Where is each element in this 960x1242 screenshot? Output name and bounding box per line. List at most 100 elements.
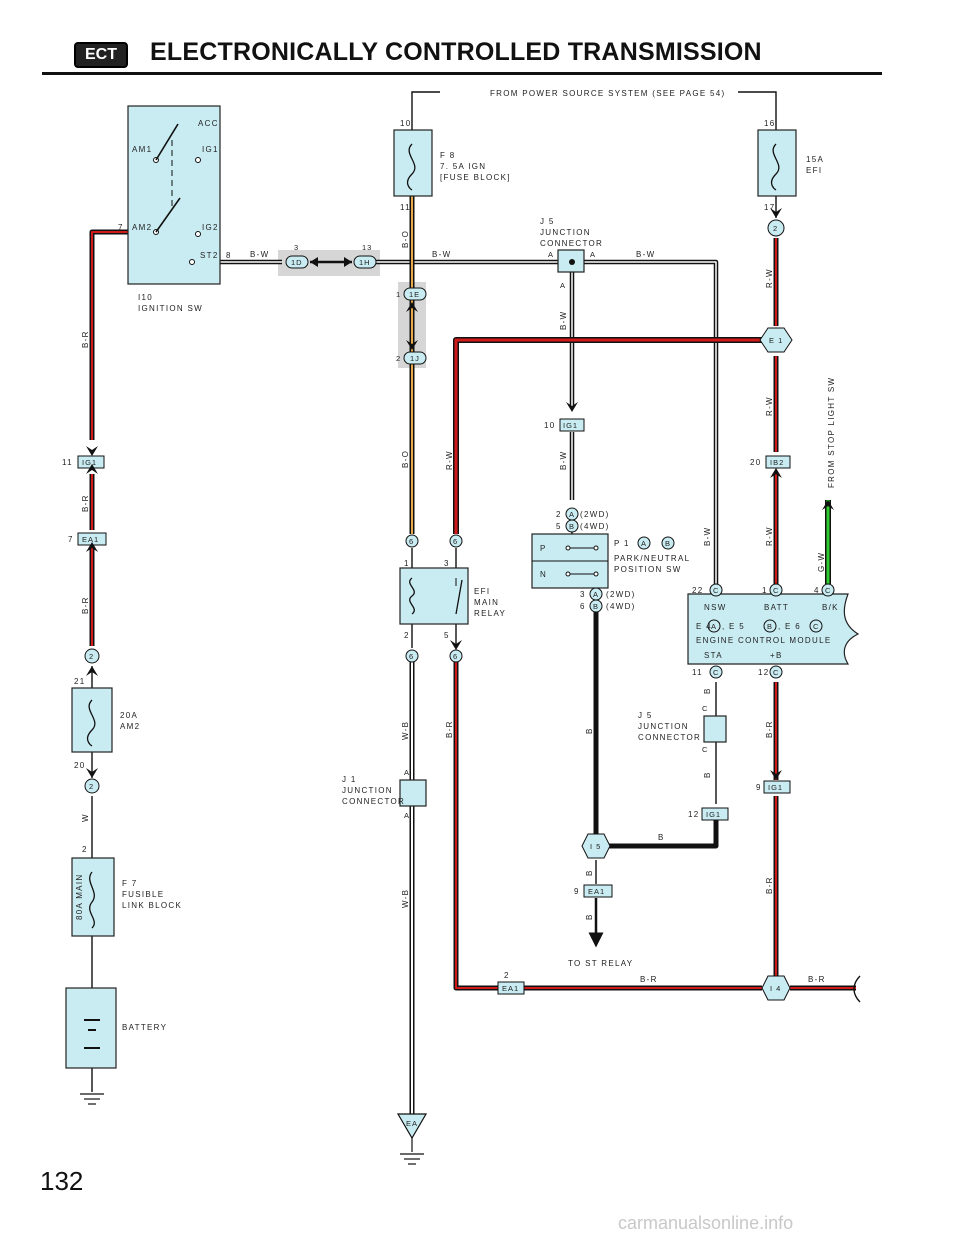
watermark: carmanualsonline.info — [618, 1213, 794, 1233]
j1-name: J 1 — [342, 775, 357, 784]
battery — [65, 987, 117, 1069]
ecm-cc: C — [813, 622, 819, 631]
j1-connector — [399, 779, 427, 807]
ecm-cb: B — [767, 622, 773, 631]
wire-label-b-2: B — [703, 687, 712, 694]
wire-label-br-1: B-R — [81, 330, 90, 348]
relay-p5: 5 — [444, 631, 450, 640]
ib2-pin: 20 — [750, 458, 762, 467]
wire-label-bw-1: B-W — [250, 250, 269, 259]
ecm-c5: C — [773, 668, 779, 677]
c1h: 1H — [359, 258, 371, 267]
wire-label-br-8: B-R — [808, 975, 826, 984]
ecm-pin1: 1 — [762, 586, 768, 595]
ecm-e6: , E 6 — [778, 622, 801, 631]
ea1-mid-pin: 9 — [574, 887, 580, 896]
ign-desc: IGNITION SW — [138, 304, 203, 313]
ecm-pin11: 11 — [692, 668, 703, 677]
fusible-line2: LINK BLOCK — [122, 901, 182, 910]
ign-pin7: 7 — [118, 223, 124, 232]
c1e: 1E — [409, 290, 420, 299]
ecm-c4: C — [713, 668, 719, 677]
wire-label-rw-2: R-W — [765, 268, 774, 288]
j5-top-name: J 5 — [540, 217, 555, 226]
pn-conn-b1: B — [569, 522, 575, 531]
ecm-sta: STA — [704, 651, 723, 660]
ig1-low-pin: 12 — [688, 810, 700, 819]
pn-name: P 1 — [614, 539, 630, 548]
page-number: 132 — [40, 1166, 84, 1196]
efi-line2: EFI — [806, 166, 822, 175]
ig1-mid: IG1 — [563, 421, 578, 430]
ig1-low: IG1 — [706, 810, 721, 819]
wire-label-b-4: B — [658, 833, 665, 842]
i4: I 4 — [770, 984, 781, 993]
f8-pin-out: 11 — [400, 203, 411, 212]
pn-line2: POSITION SW — [614, 565, 682, 574]
wire-b-r-right — [453, 662, 856, 991]
wire-label-bo-1: B-O — [401, 230, 410, 248]
pn-line1: PARK/NEUTRAL — [614, 554, 690, 563]
relay-line2: MAIN — [474, 598, 499, 607]
wire-label-wb-1: W-B — [401, 721, 410, 740]
relay-line3: RELAY — [474, 609, 506, 618]
wire-label-br-4: B-R — [445, 720, 454, 738]
wire-label-bo-2: B-O — [401, 450, 410, 468]
wire-label-bw-3: B-W — [636, 250, 655, 259]
fuse-am2 — [71, 687, 113, 753]
c1h-pin: 13 — [362, 243, 372, 252]
j5-mid-c-bot: C — [702, 745, 708, 754]
ea1-left-pin: 7 — [68, 535, 74, 544]
wire-label-wb-2: W-B — [401, 889, 410, 908]
fusible-line1: FUSIBLE — [122, 890, 164, 899]
am2-line1: 20A — [120, 711, 138, 720]
ect-badge: ECT — [74, 42, 128, 68]
ecm-e5: , E 5 — [722, 622, 745, 631]
j5-mid-line2: CONNECTOR — [638, 733, 701, 742]
pn-wd2-2: (2WD) — [606, 590, 636, 599]
pn-conn-a1: A — [569, 510, 575, 519]
note-power-source: FROM POWER SOURCE SYSTEM (SEE PAGE 54) — [490, 89, 726, 98]
wire-label-w: W — [81, 813, 90, 822]
fusible-name: F 7 — [122, 879, 137, 888]
wire-label-br-7: B-R — [640, 975, 658, 984]
pn-pin3: 3 — [580, 590, 586, 599]
ea1-bot-pin: 2 — [504, 971, 510, 980]
f8-pin-in: 10 — [400, 119, 412, 128]
ig1-right: IG1 — [768, 783, 783, 792]
wire-label-b-3: B — [703, 771, 712, 778]
ig1-right-pin: 9 — [756, 783, 762, 792]
j1-a-top: A — [404, 768, 410, 777]
ground-icon-ea — [400, 1138, 424, 1165]
park-neutral-switch — [531, 533, 609, 589]
junction-2a: 2 — [89, 652, 94, 661]
wire-label-bw-2: B-W — [432, 250, 451, 259]
six-4: 6 — [453, 652, 458, 661]
wire-b-black — [588, 612, 719, 948]
page-title: ELECTRONICALLY CONTROLLED TRANSMISSION — [150, 38, 762, 66]
wire-label-gw: G-W — [817, 552, 826, 572]
ign-name: I10 — [138, 293, 153, 302]
ecm-pin4: 4 — [814, 586, 820, 595]
six-3: 6 — [409, 652, 414, 661]
pn-conn-b3: B — [593, 602, 599, 611]
wire-label-br-2: B-R — [81, 494, 90, 512]
pn-n: N — [540, 570, 547, 579]
terminal-arrows — [86, 208, 834, 780]
e1: E 1 — [769, 336, 783, 345]
wire-label-b-5: B — [585, 869, 594, 876]
pn-wd4-1: (4WD) — [580, 522, 610, 531]
wire-b-r-left — [89, 229, 128, 1092]
wire-label-bw-4: B-W — [559, 311, 568, 330]
pn-conn-a2: A — [641, 539, 647, 548]
j5-mid-c-top: C — [702, 704, 708, 713]
pn-wd4-2: (4WD) — [606, 602, 636, 611]
c1e-pin: 1 — [396, 290, 401, 299]
junction-2b: 2 — [89, 782, 94, 791]
wire-label-bw-6: B-W — [703, 527, 712, 546]
note-st-relay: TO ST RELAY — [568, 959, 633, 968]
j5-top-line1: JUNCTION — [540, 228, 591, 237]
j5-top-a-right: A — [590, 250, 596, 259]
ig1-left: IG1 — [82, 458, 97, 467]
ground-ea: EA — [406, 1119, 418, 1128]
